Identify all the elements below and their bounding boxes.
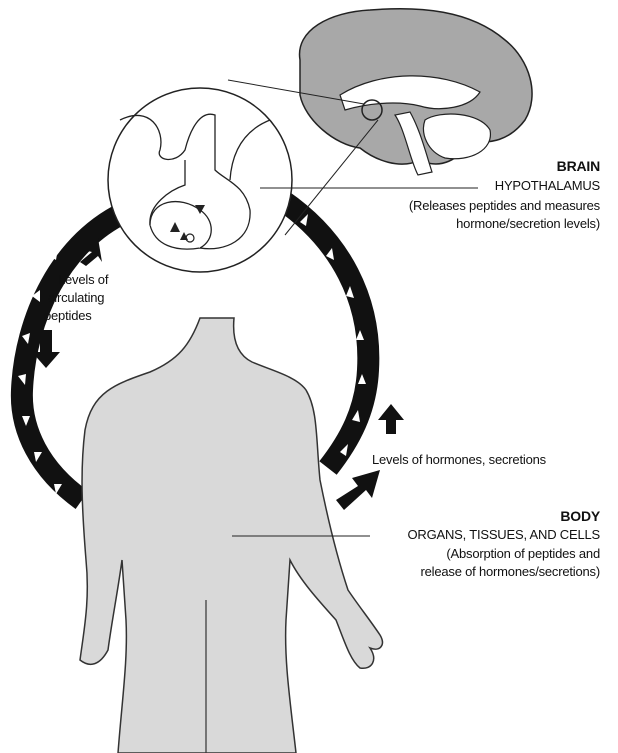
peptides-label-line2: circulating (48, 290, 104, 306)
body-description-line2: release of hormones/secretions) (330, 564, 600, 580)
peptides-label-line1: Levels of (58, 272, 108, 288)
body-description-line1: (Absorption of peptides and (340, 546, 600, 562)
brain-title: BRAIN (430, 158, 600, 174)
body-region-label: ORGANS, TISSUES, AND CELLS (340, 527, 600, 543)
peptides-label-line3: peptides (44, 308, 92, 324)
hormones-out-arrow (336, 470, 380, 510)
hormones-up-arrow (378, 404, 404, 434)
brain-description-line1: (Releases peptides and measures (340, 198, 600, 214)
hypothalamus-magnified-view (108, 88, 292, 272)
hormones-label: Levels of hormones, secretions (372, 452, 546, 468)
brain-description-line2: hormone/secretion levels) (340, 216, 600, 232)
brain-illustration (300, 9, 533, 175)
hypothalamus-label: HYPOTHALAMUS (380, 178, 600, 194)
body-title: BODY (430, 508, 600, 524)
